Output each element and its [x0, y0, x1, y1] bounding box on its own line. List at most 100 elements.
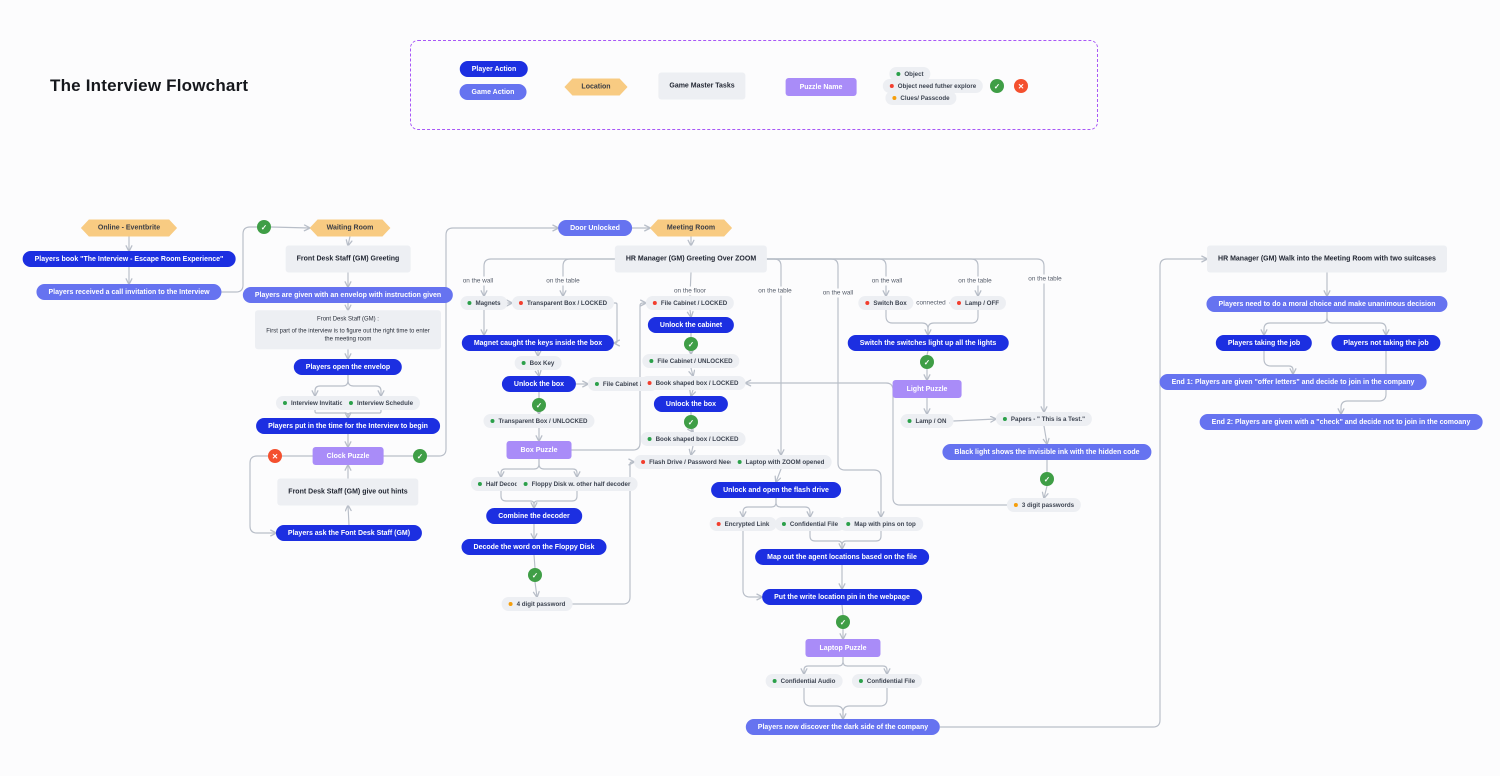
chip-laptop-zoom[interactable]: Laptop with ZOOM opened [730, 455, 832, 469]
check-icon-legend-check[interactable]: ✓ [990, 79, 1004, 93]
online-eventbrite[interactable]: Online - Eventbrite [81, 220, 177, 237]
chip-conf-file-1[interactable]: Confidential File [774, 517, 846, 531]
check-icon-chk-e[interactable]: ✓ [684, 337, 698, 351]
edge-chip-book-locked-2-chip-flash-drive [691, 445, 693, 455]
fds-greeting[interactable]: Front Desk Staff (GM) Greeting [285, 245, 411, 273]
switch-lights[interactable]: Switch the switches light up all the lig… [847, 335, 1009, 351]
door-unlocked[interactable]: Door Unlocked [558, 220, 632, 236]
box-puzzle[interactable]: Box Puzzle [506, 441, 572, 459]
page-title: The Interview Flowchart [50, 76, 249, 95]
edge-ask-fds-give-hints [348, 506, 349, 526]
chip-conf-file-2[interactable]: Confidential File [851, 674, 923, 688]
light-puzzle[interactable]: Light Puzzle [892, 380, 962, 398]
combine-decoder[interactable]: Combine the decoder [486, 508, 582, 524]
edge-laptop-puzzle-chip-conf-file-2 [842, 656, 887, 674]
chip-conf-audio[interactable]: Confidential Audio [765, 674, 843, 688]
decode-word[interactable]: Decode the word on the Floppy Disk [461, 539, 607, 555]
clock-puzzle[interactable]: Clock Puzzle [312, 447, 384, 465]
green-dot [477, 482, 482, 486]
chip-schedule[interactable]: Interview Schedule [341, 396, 421, 410]
edge-chk-i-chip-3digit [1044, 485, 1047, 498]
chip-magnets[interactable]: Magnets [460, 296, 508, 310]
chip-lamp-off[interactable]: Lamp / OFF [949, 296, 1007, 310]
chip-cabinet-key[interactable]: File Cabinet Key [587, 377, 659, 391]
not-taking-job[interactable]: Players not taking the job [1331, 335, 1441, 351]
chip-book-locked-2[interactable]: Book shaped box / LOCKED [640, 432, 746, 446]
unlock-flash[interactable]: Unlock and open the flash drive [711, 482, 841, 498]
chip-lamp-on[interactable]: Lamp / ON [900, 414, 954, 428]
taking-job[interactable]: Players taking the job [1215, 335, 1313, 351]
edge-chk-d-chip-4digit [535, 581, 537, 597]
hr-walk[interactable]: HR Manager (GM) Walk into the Meeting Ro… [1207, 245, 1447, 273]
chip-4digit[interactable]: 4 digit password [501, 597, 573, 611]
legend-object-explore[interactable]: Object need futher explore [882, 79, 984, 93]
chip-papers[interactable]: Papers - " This is a Test." [995, 412, 1093, 426]
legend-player-action[interactable]: Player Action [459, 61, 529, 77]
red-dot [889, 84, 894, 88]
edge-hr-greeting-chip-map-pins [766, 258, 881, 517]
map-out[interactable]: Map out the agent locations based on the… [755, 549, 929, 565]
unlock-box-1[interactable]: Unlock the box [501, 376, 577, 392]
chip-map-pins[interactable]: Map with pins on top [839, 517, 923, 531]
open-envelop[interactable]: Players open the envelop [293, 359, 403, 375]
legend-location[interactable]: Location [564, 79, 627, 96]
put-time[interactable]: Players put in the time for the Intervie… [256, 418, 440, 434]
chip-cabinet-locked[interactable]: File Cabinet / LOCKED [645, 296, 735, 310]
chip-label: File Cabinet / UNLOCKED [657, 357, 733, 365]
chip-invitation[interactable]: Interview Invitation [275, 396, 355, 410]
moral-choice[interactable]: Players need to do a moral choice and ma… [1206, 296, 1448, 312]
check-icon-chk-b[interactable]: ✓ [413, 449, 427, 463]
unlock-cabinet[interactable]: Unlock the cabinet [647, 317, 735, 333]
chip-encrypted[interactable]: Encrypted Link [709, 517, 777, 531]
check-icon-chk-f[interactable]: ✓ [684, 415, 698, 429]
check-icon-chk-i[interactable]: ✓ [1040, 472, 1054, 486]
legend-clues[interactable]: Clues/ Passcode [885, 91, 957, 105]
chip-box-key[interactable]: Box Key [514, 356, 562, 370]
check-icon-chk-g[interactable]: ✓ [836, 615, 850, 629]
check-icon-chk-c[interactable]: ✓ [532, 398, 546, 412]
players-book[interactable]: Players book "The Interview - Escape Roo… [22, 251, 236, 267]
legend-game-action[interactable]: Game Action [459, 84, 527, 100]
edge-chip-switch-box-switch-lights [885, 309, 929, 336]
give-hints[interactable]: Front Desk Staff (GM) give out hints [277, 478, 419, 506]
chip-floppy[interactable]: Floppy Disk w. other half decoder [516, 477, 638, 491]
meeting-room[interactable]: Meeting Room [650, 220, 732, 237]
hr-greeting[interactable]: HR Manager (GM) Greeting Over ZOOM [614, 245, 768, 273]
put-pin[interactable]: Put the write location pin in the webpag… [762, 589, 922, 605]
cross-icon-cross-b[interactable]: ✕ [268, 449, 282, 463]
green-dot [858, 679, 863, 683]
magnet-caught[interactable]: Magnet caught the keys inside the box [461, 335, 615, 351]
call-invitation[interactable]: Players received a call invitation to th… [36, 284, 222, 300]
chip-half-decoder[interactable]: Half Decoder [470, 477, 532, 491]
red-dot [518, 301, 523, 305]
legend-object[interactable]: Object [889, 67, 931, 81]
chip-transparent-locked[interactable]: Transparent Box / LOCKED [511, 296, 615, 310]
cross-icon-legend-cross[interactable]: ✕ [1014, 79, 1028, 93]
blacklight[interactable]: Black light shows the invisible ink with… [942, 444, 1152, 460]
green-dot [521, 361, 526, 365]
t-table-1: on the table [543, 276, 583, 286]
envelop-given[interactable]: Players are given with an envelop with i… [242, 287, 454, 303]
edge-waiting-room-fds-greeting [348, 235, 350, 246]
chip-3digit[interactable]: 3 digit passwords [1006, 498, 1082, 512]
edge-chip-cabinet-locked-unlock-cabinet [690, 309, 691, 317]
waiting-room[interactable]: Waiting Room [310, 220, 391, 237]
chip-switch-box[interactable]: Switch Box [858, 296, 914, 310]
check-icon-chk-a[interactable]: ✓ [257, 220, 271, 234]
chip-transparent-unlocked[interactable]: Transparent Box / UNLOCKED [483, 414, 595, 428]
gm-note[interactable]: Front Desk Staff (GM) :First part of the… [255, 310, 441, 350]
check-icon-chk-d[interactable]: ✓ [528, 568, 542, 582]
end-1[interactable]: End 1: Players are given "offer letters"… [1159, 374, 1427, 390]
chip-book-locked[interactable]: Book shaped box / LOCKED [640, 376, 746, 390]
chip-flash-drive[interactable]: Flash Drive / Password Needed [634, 455, 748, 469]
legend-puzzle-name[interactable]: Puzzle Name [785, 78, 857, 96]
unlock-box-2[interactable]: Unlock the box [653, 396, 729, 412]
ask-fds[interactable]: Players ask the Font Desk Staff (GM) [275, 525, 423, 541]
legend-gm-tasks[interactable]: Game Master Tasks [658, 72, 746, 100]
dark-side[interactable]: Players now discover the dark side of th… [745, 719, 941, 735]
chip-cabinet-unlocked[interactable]: File Cabinet / UNLOCKED [642, 354, 740, 368]
end-2[interactable]: End 2: Players are given with a "check" … [1199, 414, 1483, 430]
laptop-puzzle[interactable]: Laptop Puzzle [805, 639, 881, 657]
check-icon-chk-h[interactable]: ✓ [920, 355, 934, 369]
chip-label: Confidential File [789, 520, 839, 528]
